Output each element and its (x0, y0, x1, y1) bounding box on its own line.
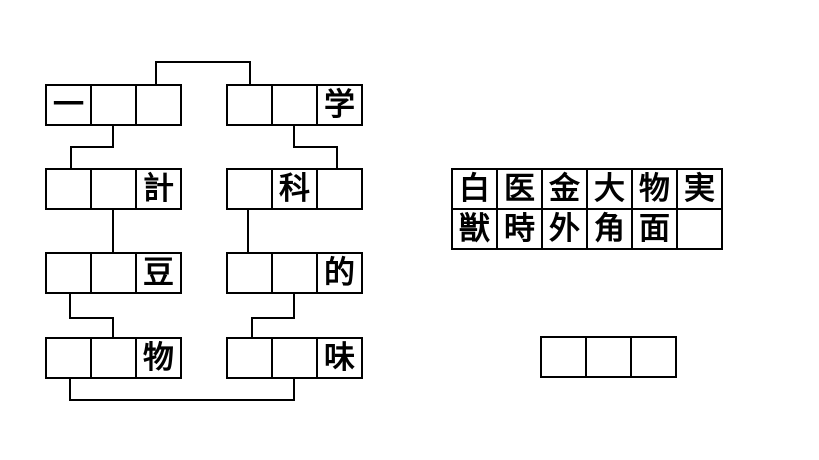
answer-cell[interactable] (45, 337, 92, 379)
answer-cell[interactable] (90, 337, 137, 379)
answer-cell[interactable] (226, 84, 273, 126)
clue-cell: 物 (135, 337, 182, 379)
bank-tile[interactable]: 面 (631, 208, 678, 250)
connector-right-3-4 (251, 293, 295, 338)
answer-cell[interactable] (226, 252, 273, 294)
bank-tile[interactable]: 大 (586, 168, 633, 210)
final-answer-cell[interactable] (630, 336, 677, 378)
final-answer-cell[interactable] (540, 336, 587, 378)
word-box-row2-left: 計 (45, 168, 182, 210)
bank-tile[interactable]: 白 (451, 168, 498, 210)
answer-cell[interactable] (316, 168, 363, 210)
bank-tile[interactable]: 実 (676, 168, 723, 210)
clue-cell: 学 (316, 84, 363, 126)
answer-cell[interactable] (226, 337, 273, 379)
answer-cell[interactable] (271, 252, 318, 294)
word-box-row2-right: 科 (226, 168, 363, 210)
answer-cell[interactable] (90, 168, 137, 210)
bank-tile[interactable]: 外 (541, 208, 588, 250)
word-box-row4-left: 物 (45, 337, 182, 379)
word-box-row3-left: 豆 (45, 252, 182, 294)
clue-cell: 科 (271, 168, 318, 210)
clue-cell: 味 (316, 337, 363, 379)
clue-cell: 計 (135, 168, 182, 210)
word-box-row1-left: 一 (45, 84, 182, 126)
answer-cell[interactable] (271, 337, 318, 379)
clue-cell: 一 (45, 84, 92, 126)
word-box-row4-right: 味 (226, 337, 363, 379)
answer-cell[interactable] (226, 168, 273, 210)
connector-bottom (69, 378, 295, 401)
answer-cell[interactable] (135, 84, 182, 126)
answer-cell[interactable] (45, 252, 92, 294)
bank-tile[interactable]: 金 (541, 168, 588, 210)
clue-cell: 豆 (135, 252, 182, 294)
bank-tile[interactable]: 時 (496, 208, 543, 250)
word-box-row1-right: 学 (226, 84, 363, 126)
bank-row-1: 白 医 金 大 物 実 (451, 168, 723, 210)
answer-cell[interactable] (90, 84, 137, 126)
connector-left-3-4 (69, 293, 114, 338)
answer-cell[interactable] (90, 252, 137, 294)
final-answer-box (540, 336, 677, 378)
bank-cell-empty (676, 208, 723, 250)
connector-right-1-2 (293, 125, 338, 169)
character-bank: 白 医 金 大 物 実 獣 時 外 角 面 (451, 168, 723, 250)
clue-cell: 的 (316, 252, 363, 294)
word-box-row3-right: 的 (226, 252, 363, 294)
connector-left-1-2 (70, 125, 114, 169)
bank-tile[interactable]: 角 (586, 208, 633, 250)
bank-row-2: 獣 時 外 角 面 (451, 208, 723, 250)
answer-cell[interactable] (45, 168, 92, 210)
final-answer-cell[interactable] (585, 336, 632, 378)
answer-cell[interactable] (271, 84, 318, 126)
bank-tile[interactable]: 物 (631, 168, 678, 210)
connector-top (155, 61, 251, 85)
bank-tile[interactable]: 医 (496, 168, 543, 210)
bank-tile[interactable]: 獣 (451, 208, 498, 250)
